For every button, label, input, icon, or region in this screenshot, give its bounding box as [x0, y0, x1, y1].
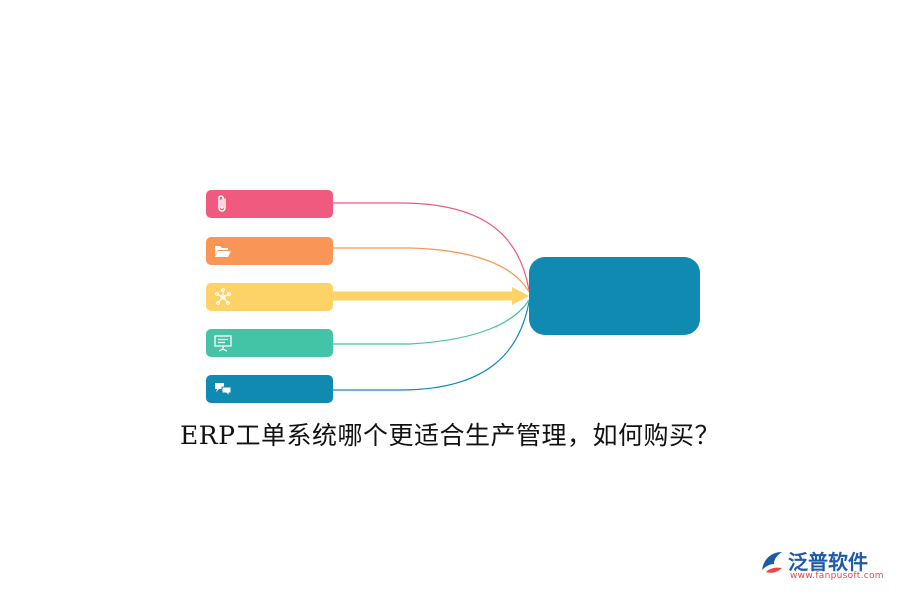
node-4 [206, 329, 333, 357]
arrow-head [512, 287, 529, 305]
connector-1 [333, 202, 530, 291]
watermark: 泛普软件 www.fanpusoft.com [758, 546, 888, 586]
fanpu-logo-icon [762, 552, 782, 573]
node-1 [206, 190, 333, 218]
paperclip-icon [218, 195, 226, 212]
folder-open-icon [215, 246, 231, 257]
brand-url: www.fanpusoft.com [790, 571, 884, 581]
brand-name: 泛普软件 [788, 550, 868, 574]
node-2 [206, 237, 333, 265]
chat-bubbles-icon [215, 383, 232, 398]
connector-5 [333, 301, 530, 391]
hub-node [529, 257, 700, 335]
connector-4 [333, 299, 530, 345]
presentation-board-icon [214, 335, 232, 352]
diagram-caption: ERP工单系统哪个更适合生产管理，如何购买？ [180, 421, 720, 450]
node-5 [206, 375, 333, 403]
node-3 [206, 283, 333, 311]
network-icon [215, 288, 231, 305]
connector-2 [333, 247, 530, 293]
